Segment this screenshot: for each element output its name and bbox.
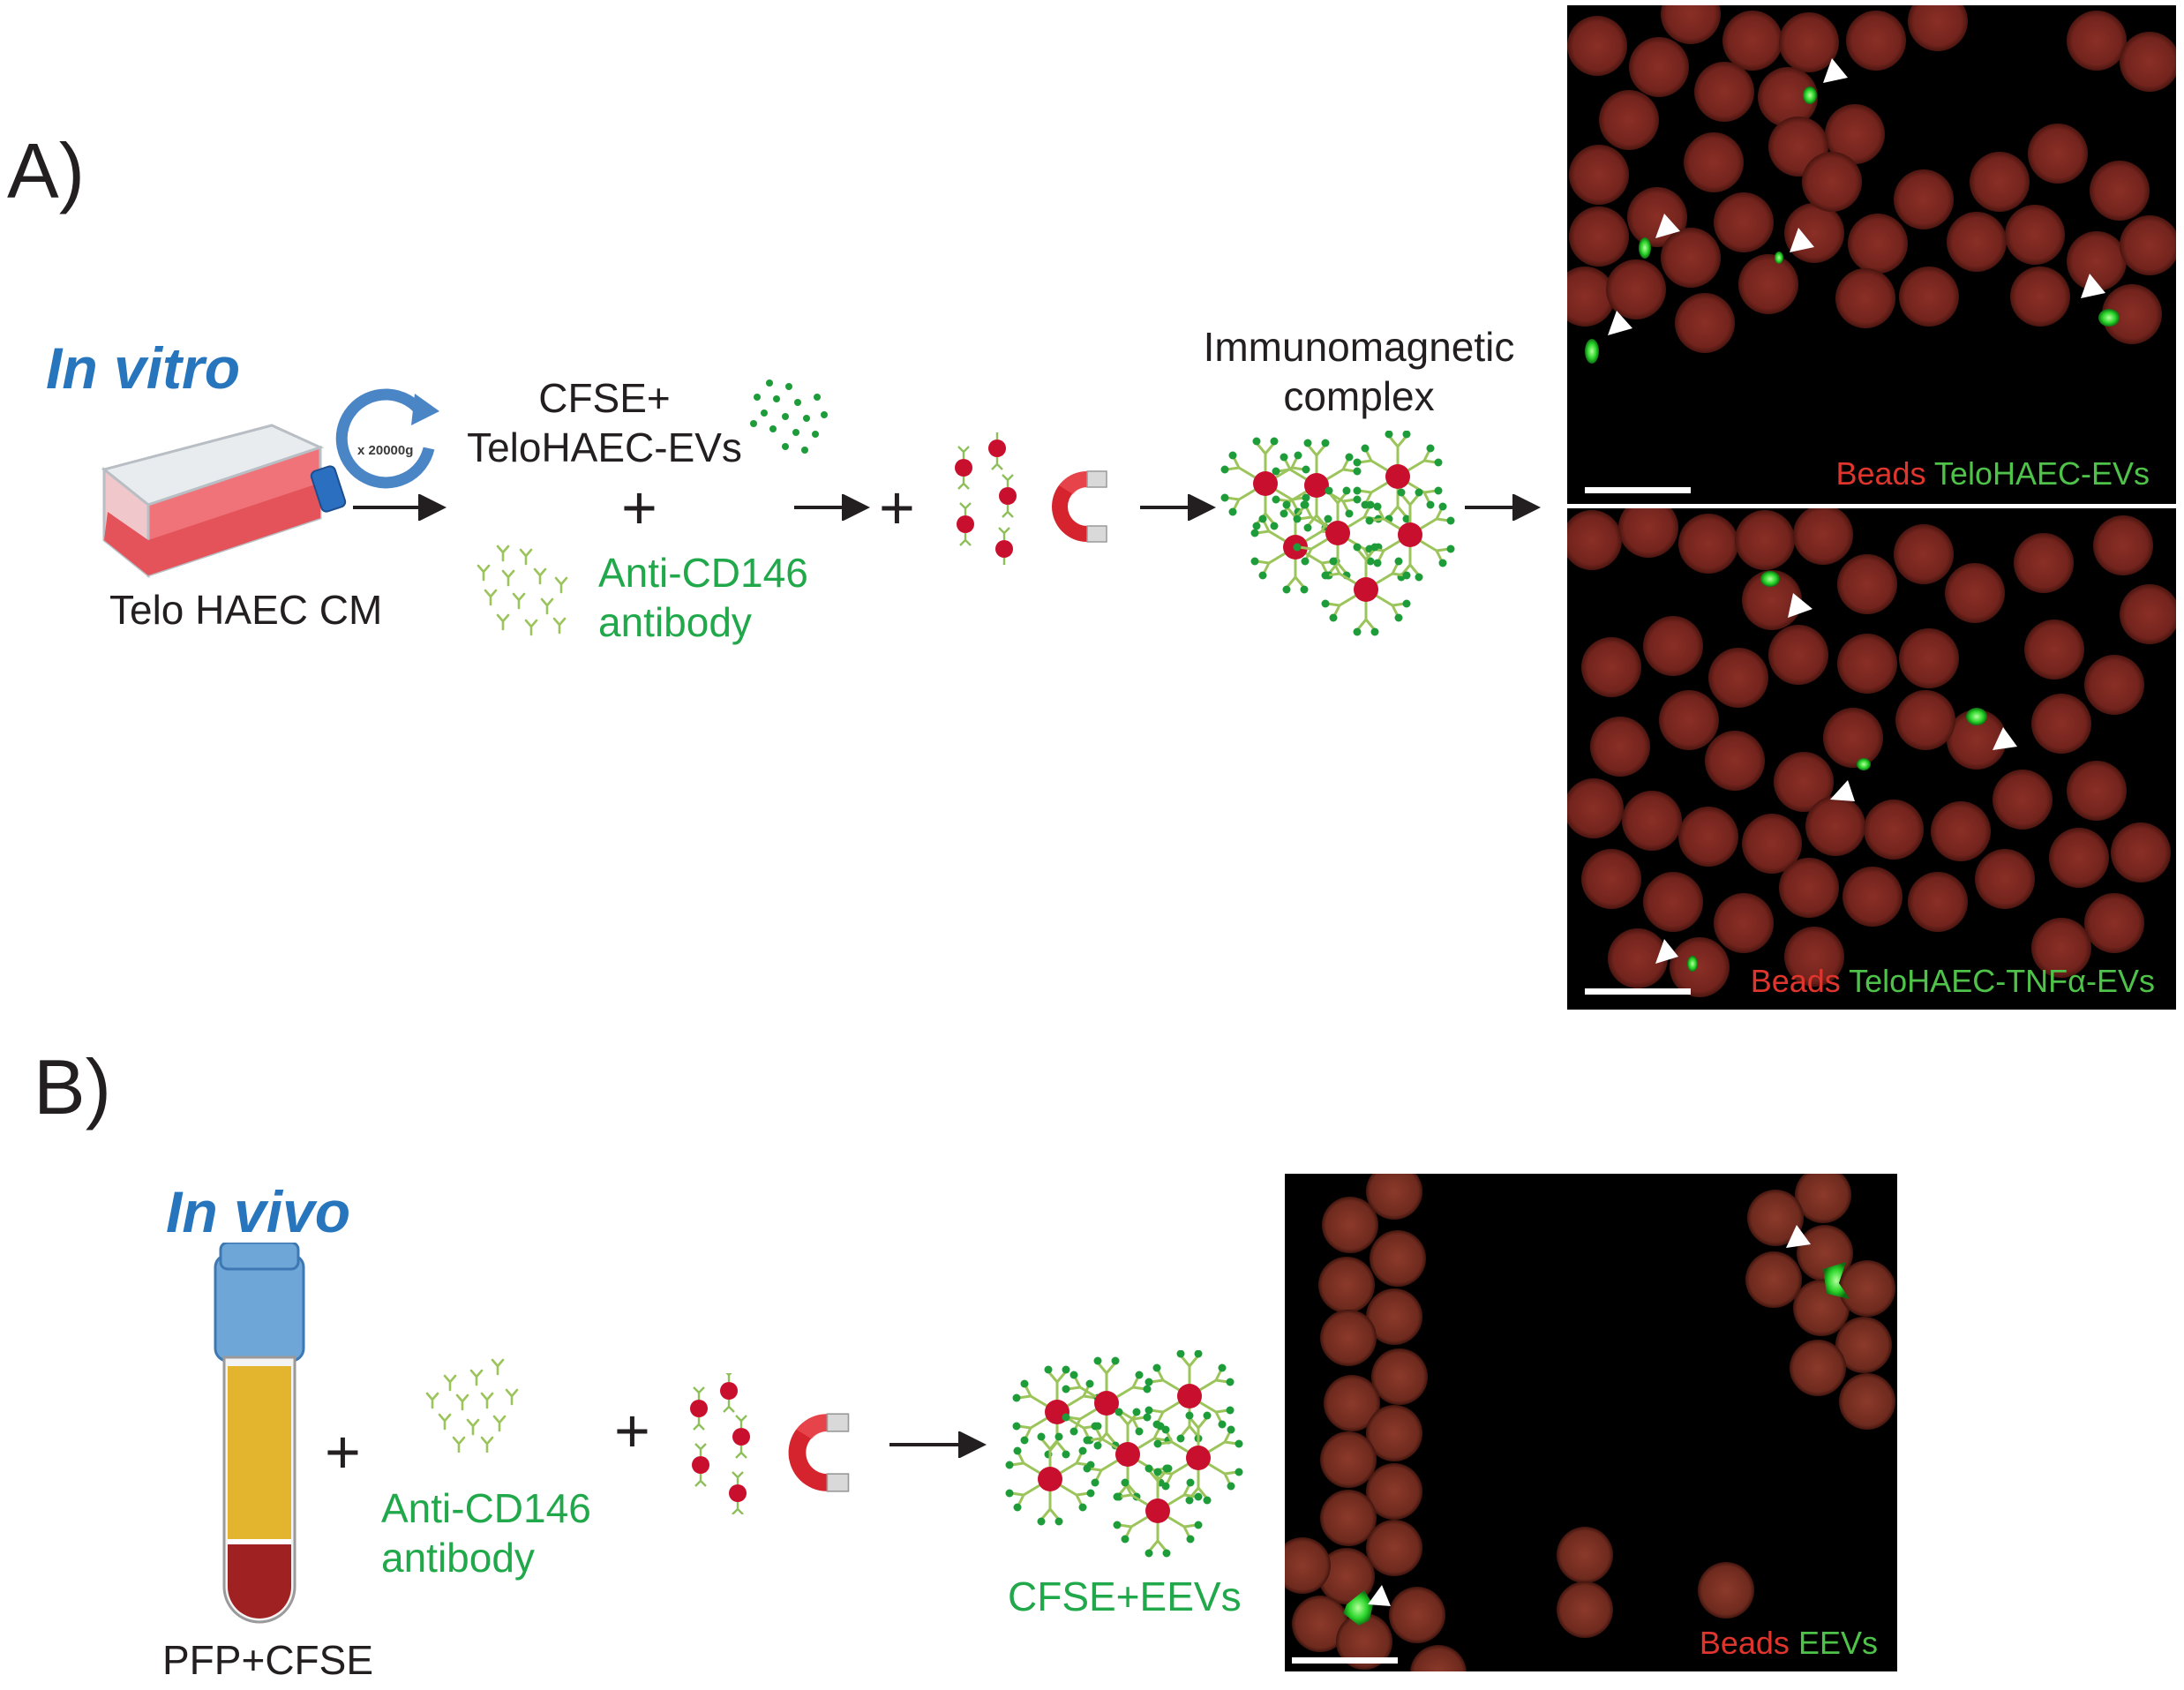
bead-field bbox=[1567, 5, 2176, 493]
panel-a-label: A) bbox=[7, 127, 85, 214]
magnetic-bead-icon bbox=[953, 432, 1018, 565]
antibody-label-line2: antibody bbox=[381, 1535, 535, 1581]
in-vivo-title: In vivo bbox=[166, 1179, 351, 1244]
arrow-icon bbox=[1140, 494, 1216, 521]
antibody-label-line1: Anti-CD146 bbox=[381, 1485, 591, 1531]
plus-sign: + bbox=[614, 1396, 650, 1465]
plus-sign: + bbox=[621, 473, 657, 542]
flask-icon bbox=[101, 424, 347, 579]
micrograph-b-caption: Beads EEVs bbox=[1700, 1627, 1878, 1659]
magnet-icon bbox=[1051, 470, 1107, 543]
antibody-cluster-icon bbox=[477, 545, 568, 636]
beads-label: Beads bbox=[1750, 963, 1841, 999]
micrograph-bottom-caption: Beads TeloHAEC-TNFα-EVs bbox=[1751, 965, 2155, 997]
micrograph-eevs: Beads EEVs bbox=[1285, 1174, 1897, 1671]
evs-label: TeloHAEC-EVs bbox=[1933, 455, 2150, 492]
evs-label: TeloHAEC-TNFα-EVs bbox=[1849, 963, 2155, 999]
evs-label-line2: TeloHAEC-EVs bbox=[467, 424, 742, 470]
plus-sign: + bbox=[879, 473, 915, 542]
tube-caption: PFP+CFSE bbox=[162, 1637, 374, 1683]
micrograph-top-caption: Beads TeloHAEC-EVs bbox=[1835, 458, 2150, 490]
complex-caption: CFSE+EEVs bbox=[1008, 1574, 1242, 1619]
ev-dots-icon bbox=[750, 379, 828, 454]
evs-label: EEVs bbox=[1797, 1625, 1878, 1661]
complex-label-line2: complex bbox=[1283, 373, 1435, 419]
immunomagnetic-complex-icon bbox=[1220, 431, 1456, 637]
arrow-icon bbox=[1465, 494, 1541, 521]
arrow-icon bbox=[889, 1431, 987, 1458]
bead-field bbox=[1567, 508, 2176, 997]
bead-field bbox=[1285, 1174, 1895, 1671]
in-vitro-title: In vitro bbox=[46, 335, 241, 401]
panel-b-label: B) bbox=[34, 1043, 111, 1130]
plus-sign: + bbox=[325, 1417, 361, 1486]
magnetic-bead-icon bbox=[688, 1373, 752, 1514]
complex-label-line1: Immunomagnetic bbox=[1203, 324, 1515, 370]
flask-caption: Telo HAEC CM bbox=[109, 587, 383, 633]
blood-tube-icon bbox=[214, 1243, 305, 1624]
beads-label: Beads bbox=[1699, 1625, 1790, 1661]
arrow-icon bbox=[353, 494, 447, 521]
antibody-cluster-icon bbox=[425, 1358, 519, 1453]
micrograph-telohaec-evs: Beads TeloHAEC-EVs bbox=[1567, 5, 2176, 504]
antibody-label-line2: antibody bbox=[598, 599, 752, 645]
beads-label: Beads bbox=[1835, 455, 1926, 492]
antibody-label-line1: Anti-CD146 bbox=[598, 550, 808, 596]
arrow-icon bbox=[794, 494, 870, 521]
centrifuge-icon bbox=[335, 388, 439, 489]
immunomagnetic-complex-icon bbox=[1004, 1350, 1244, 1559]
magnet-icon bbox=[787, 1413, 850, 1492]
micrograph-telohaec-tnfa-evs: Beads TeloHAEC-TNFα-EVs bbox=[1567, 508, 2176, 1010]
centrifuge-label: x 20000g bbox=[357, 443, 414, 458]
evs-label-line1: CFSE+ bbox=[538, 375, 671, 421]
